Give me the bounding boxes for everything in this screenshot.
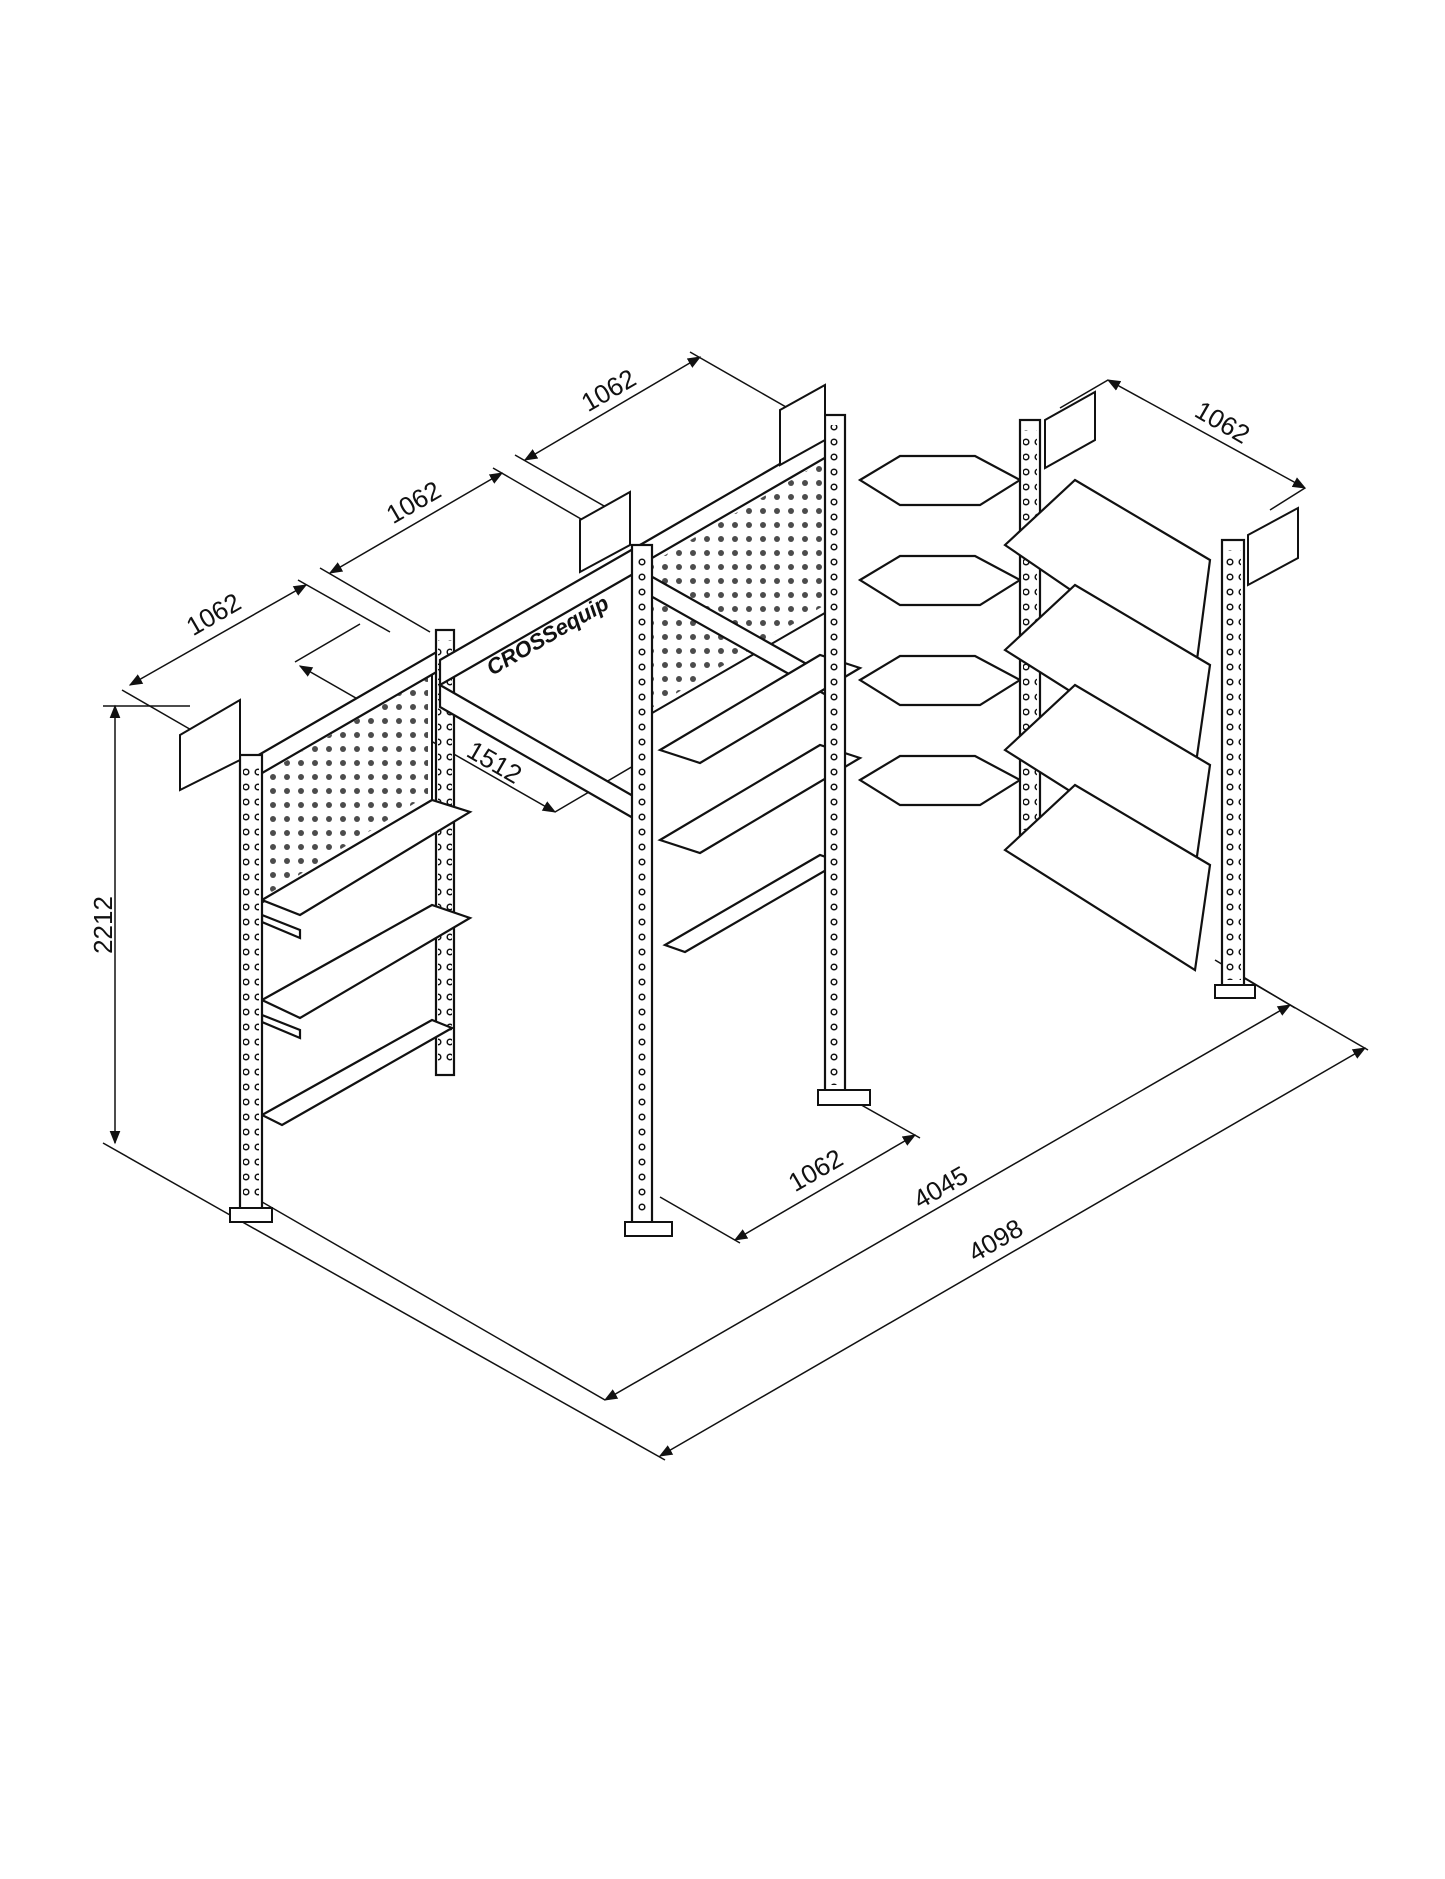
left-bay xyxy=(179,628,473,1223)
left-shelf-2 xyxy=(259,903,473,1020)
right-foot-plate xyxy=(1214,984,1256,999)
middle-wall-bracket xyxy=(779,383,826,467)
middle-shelf-2 xyxy=(657,743,863,855)
left-foot-plate xyxy=(229,1207,273,1223)
corner-shelf-2 xyxy=(857,554,1023,607)
depth-left-dimension-line xyxy=(128,584,308,686)
width-segment-2-dimension-line xyxy=(523,356,702,461)
width-segment-right-label: 1062 xyxy=(1190,395,1255,450)
width-segment-2-label: 1062 xyxy=(576,363,641,418)
left-bar-holder xyxy=(259,1018,455,1127)
width-segment-1-dimension-line xyxy=(328,472,504,574)
corner-shelf-4 xyxy=(857,754,1023,807)
total-inner-dimension-line xyxy=(603,1004,1292,1401)
total-outer-dimension-line xyxy=(658,1047,1367,1457)
middle-shelf-1 xyxy=(657,653,863,765)
dimension-lines xyxy=(102,351,1369,1461)
width-segment-1-label: 1062 xyxy=(381,475,446,530)
logo-beam xyxy=(438,543,642,687)
middle-front-foot xyxy=(624,1221,673,1237)
middle-bar-holder xyxy=(662,853,843,954)
right-bay xyxy=(1003,390,1299,999)
height-label: 2212 xyxy=(88,896,118,954)
middle-bay: CROSSequip xyxy=(438,383,871,1237)
depth-left-label: 1062 xyxy=(181,587,246,642)
right-rear-wall-bracket xyxy=(1044,390,1096,470)
middle-rear-foot xyxy=(817,1089,871,1106)
bottom-depth-label: 1062 xyxy=(783,1143,848,1198)
right-shelf-4 xyxy=(1003,783,1212,972)
total-outer-label: 4098 xyxy=(963,1213,1028,1268)
corner-shelf-1 xyxy=(857,454,1023,507)
corner-shelves xyxy=(857,454,1023,807)
corner-shelf-3 xyxy=(857,654,1023,707)
width-segment-right-dimension-line xyxy=(1106,379,1307,489)
right-front-wall-bracket xyxy=(1247,506,1299,587)
left-wall-bracket xyxy=(179,698,241,792)
left-shelf-1 xyxy=(259,798,473,917)
